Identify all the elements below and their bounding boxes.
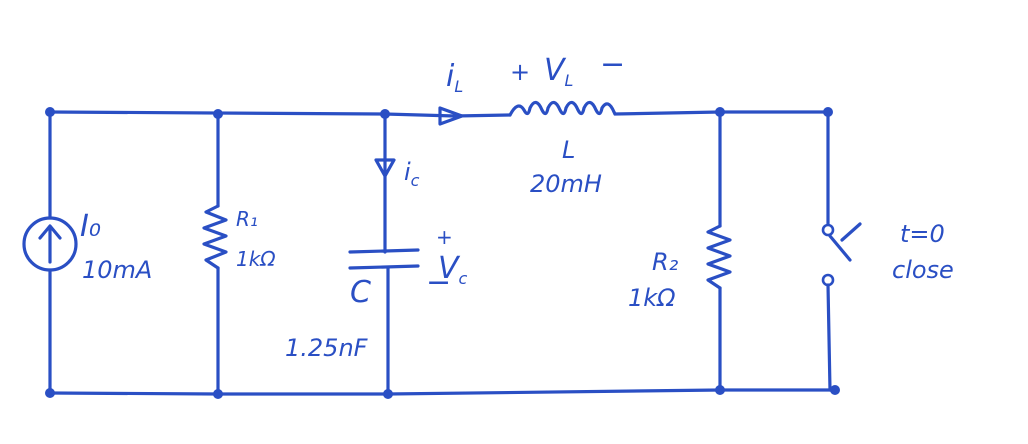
- r1-value: 1kΩ: [236, 247, 276, 271]
- cap-label: C: [350, 275, 371, 310]
- r2-resistor: [706, 224, 732, 290]
- top-wire-left: [48, 110, 457, 118]
- vl-label: VL: [544, 53, 573, 90]
- r1-label: R₁: [236, 207, 258, 231]
- r2-label: R₂: [652, 248, 679, 276]
- source-label: I₀: [80, 209, 101, 244]
- source-value: 10mA: [82, 256, 152, 284]
- switch-blade: [828, 234, 852, 262]
- node-cap-top: [380, 109, 390, 119]
- inductor-wire-left: [453, 113, 512, 118]
- r2-value: 1kΩ: [628, 284, 676, 312]
- inductor-coil: [508, 100, 617, 117]
- vl-plus: +: [510, 58, 530, 86]
- switch-terminal-top: [821, 223, 835, 237]
- node-cap-bottom: [383, 389, 393, 399]
- node-r2-bottom: [715, 385, 725, 395]
- il-label: iL: [446, 59, 463, 96]
- node-tr: [823, 107, 833, 117]
- cap-plate-bottom: [348, 264, 420, 270]
- vc-label: Vc: [438, 251, 468, 288]
- cap-plate-top: [348, 248, 420, 254]
- inductor-label: L: [562, 136, 575, 164]
- node-r2-top: [715, 107, 725, 117]
- vc-plus: +: [436, 225, 453, 249]
- vc-minus: −: [426, 265, 451, 300]
- vl-minus: −: [600, 47, 625, 82]
- switch-time: t=0: [900, 220, 945, 248]
- node-r1-top: [213, 109, 223, 119]
- switch-action: close: [892, 256, 954, 284]
- current-source-symbol: [22, 216, 78, 272]
- r1-resistor: [202, 204, 228, 270]
- node-r1-bottom: [213, 389, 223, 399]
- inductor-value: 20mH: [530, 170, 602, 198]
- node-br: [830, 385, 840, 395]
- node-bl: [45, 388, 55, 398]
- cap-value: 1.25nF: [285, 334, 369, 362]
- il-arrow: [438, 106, 464, 126]
- cap-current-arrow: [374, 158, 396, 178]
- node-tl: [45, 107, 55, 117]
- switch-arrow: [840, 222, 862, 242]
- switch-wire-bottom: [826, 283, 832, 392]
- ic-label: ic: [404, 158, 420, 190]
